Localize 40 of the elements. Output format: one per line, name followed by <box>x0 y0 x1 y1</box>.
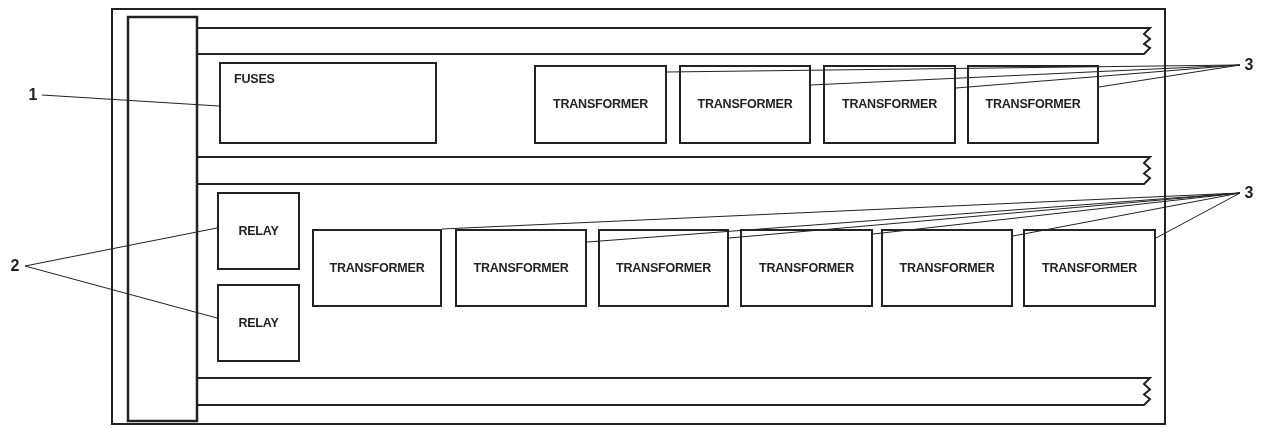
component-box <box>217 284 300 362</box>
component-box <box>1023 229 1156 307</box>
component-label: TRANSFORMER <box>1042 259 1137 277</box>
leader-line <box>24 227 218 267</box>
component-label: TRANSFORMER <box>473 259 569 277</box>
leader-line <box>728 192 1241 239</box>
leader-line <box>1155 192 1241 239</box>
component-label: RELAY <box>238 222 279 240</box>
component-label: TRANSFORMER <box>616 259 711 277</box>
component-label: TRANSFORMER <box>985 96 1081 114</box>
component-box <box>219 62 437 144</box>
component-label: TRANSFORMER <box>329 259 425 277</box>
component-label: TRANSFORMER <box>697 96 793 114</box>
component-box <box>217 192 300 270</box>
component-label: TRANSFORMER <box>759 259 854 277</box>
component-box <box>534 65 667 144</box>
component-box <box>967 65 1099 144</box>
component-label: TRANSFORMER <box>553 96 648 114</box>
leader-line <box>441 192 1241 230</box>
component-box <box>312 229 442 307</box>
leader-line <box>1098 64 1241 88</box>
callout-number: 2 <box>8 256 22 276</box>
leader-line <box>24 265 218 319</box>
component-label: TRANSFORMER <box>899 259 995 277</box>
component-box <box>881 229 1013 307</box>
component-box <box>740 229 873 307</box>
component-box <box>598 229 729 307</box>
callout-number: 1 <box>26 85 40 105</box>
callout-number: 3 <box>1242 183 1256 203</box>
component-label: FUSES <box>234 71 275 88</box>
component-box <box>455 229 587 307</box>
component-box <box>823 65 956 144</box>
leader-line <box>810 64 1241 86</box>
leader-line <box>41 94 220 107</box>
component-label: TRANSFORMER <box>842 96 937 114</box>
component-label: RELAY <box>238 314 279 332</box>
leader-line <box>1012 192 1241 237</box>
callout-number: 3 <box>1242 55 1256 75</box>
leader-line <box>955 64 1241 89</box>
component-box <box>679 65 811 144</box>
